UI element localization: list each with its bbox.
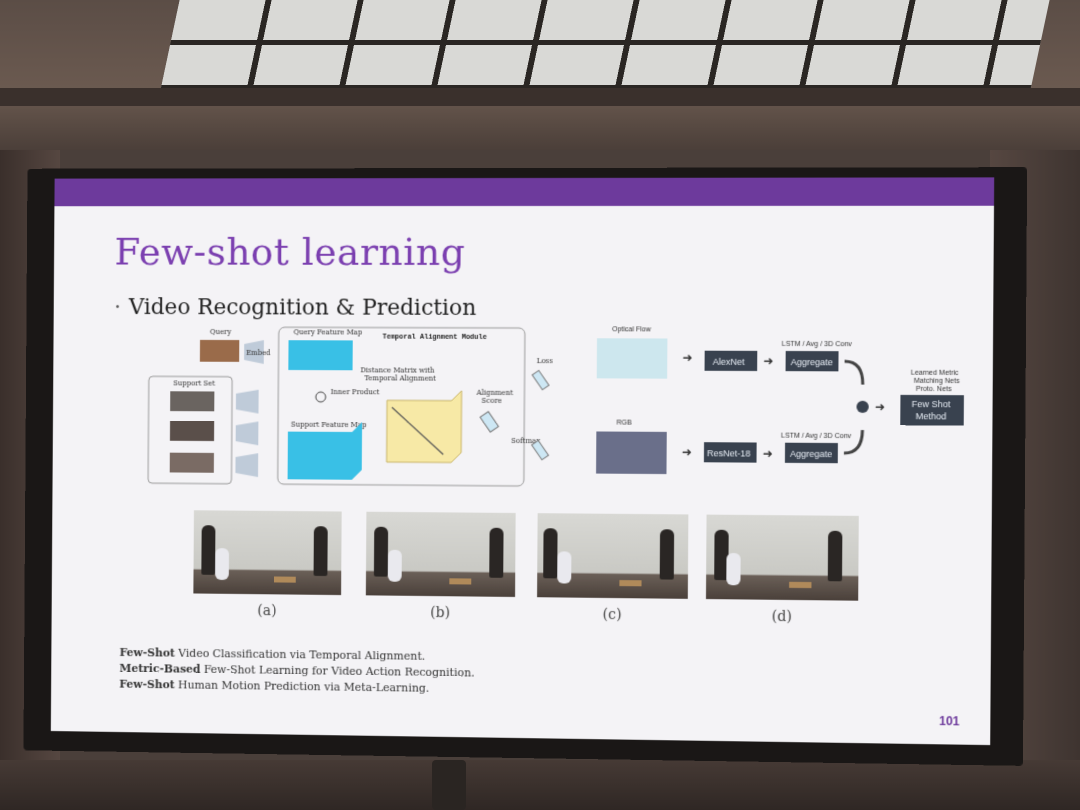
motion-photo-b — [365, 511, 516, 597]
lstm-top-label: LSTM / Avg / 3D Conv — [782, 341, 853, 348]
sublabel-b: (b) — [430, 605, 451, 622]
screen-mount — [432, 760, 466, 810]
alexnet-label: AlexNet — [713, 357, 745, 367]
learned-metric-label: Learned Metric — [911, 370, 959, 377]
softmax-icon — [530, 439, 549, 461]
loss-label: Loss — [537, 357, 554, 365]
concat-icon — [856, 400, 869, 413]
query-feature-map — [288, 340, 353, 371]
sublabel-d: (d) — [771, 608, 792, 626]
arrow-icon: ➜ — [682, 445, 692, 459]
query-feature-map-label: Query Feature Map — [293, 328, 362, 336]
proto-nets-label: Proto. Nets — [916, 386, 952, 393]
merge-arrow-top — [844, 361, 863, 384]
slide-header-bar — [54, 177, 995, 207]
optical-flow-image — [596, 338, 668, 379]
loss-icon — [531, 369, 550, 391]
support-thumb-1 — [170, 391, 215, 412]
optical-flow-label: Optical Flow — [612, 326, 652, 333]
inner-product-label: Inner Product — [331, 388, 380, 396]
page-number: 101 — [939, 713, 960, 729]
motion-photo-c — [537, 513, 689, 599]
query-label: Query — [210, 328, 231, 336]
matching-nets-label: Matching Nets — [914, 378, 960, 385]
resnet-label: ResNet-18 — [707, 448, 751, 458]
alexnet-box — [704, 350, 758, 372]
ceiling-tiles — [160, 0, 1050, 90]
aggregate-top-label: Aggregate — [791, 357, 833, 367]
embed-support-3 — [235, 453, 259, 478]
support-set-label: Support Set — [173, 379, 215, 387]
projection-screen: Few-shot learning ·Video Recognition & P… — [23, 167, 1028, 766]
lstm-bottom-label: LSTM / Avg / 3D Conv — [781, 433, 852, 441]
sublabel-a: (a) — [257, 603, 277, 620]
few-shot-label: Few Shot — [912, 399, 951, 409]
rgb-label: RGB — [616, 420, 632, 427]
aggregate-top-box — [785, 350, 839, 372]
alignment-score-label: Alignment — [476, 389, 514, 397]
slide-title: Few-shot learning — [114, 229, 466, 274]
distance-matrix-label: Distance Matrix with — [360, 366, 435, 374]
resnet-box — [703, 442, 757, 463]
aggregate-bottom-box — [784, 442, 838, 464]
embed-query — [244, 340, 264, 364]
support-thumb-3 — [169, 452, 214, 473]
embed-label: Embed — [246, 349, 271, 357]
inner-product-icon — [316, 392, 326, 402]
module-title: Temporal Alignment Module — [382, 334, 486, 342]
arrow-icon: ➜ — [682, 351, 692, 365]
embed-support-2 — [235, 421, 259, 446]
embed-support-1 — [235, 389, 259, 414]
lower-wall — [0, 760, 1080, 810]
distance-matrix-cube — [387, 390, 462, 462]
slide-bullet: ·Video Recognition & Prediction — [114, 295, 476, 321]
alignment-score-label-2: Score — [481, 397, 501, 405]
references: Few-Shot Video Classification via Tempor… — [119, 645, 474, 697]
sublabel-c: (c) — [602, 606, 622, 624]
method-label: Method — [916, 411, 947, 421]
support-thumb-2 — [169, 420, 215, 442]
bullet-text: Video Recognition & Prediction — [128, 295, 477, 321]
reference-3: Few-Shot Human Motion Prediction via Met… — [119, 677, 430, 695]
rgb-image — [596, 431, 667, 475]
temporal-alignment-diagram: Query Support Set Embed Temporal Alignme… — [145, 322, 554, 494]
arrow-icon: ➜ — [875, 400, 885, 414]
distance-matrix-label-2: Temporal Alignment — [364, 374, 436, 382]
query-thumbnail — [199, 339, 240, 362]
arrow-icon: ➜ — [763, 446, 773, 460]
few-shot-method-box — [900, 394, 964, 426]
optical-flow-rgb-diagram: Optical Flow RGB ➜ ➜ AlexNet ResNet-18 ➜… — [596, 326, 964, 475]
support-feature-map — [287, 421, 363, 480]
ceiling-beam — [0, 88, 1080, 106]
arrow-icon: ➜ — [763, 354, 773, 368]
alignment-score-icon — [479, 411, 500, 434]
bullet-dot-icon: · — [114, 295, 122, 320]
support-feature-map-label: Support Feature Map — [291, 421, 367, 429]
aggregate-bottom-label: Aggregate — [790, 449, 832, 459]
softmax-label: Softmax — [511, 437, 540, 445]
motion-photo-a — [193, 510, 342, 596]
motion-photo-d — [705, 514, 859, 601]
slide: Few-shot learning ·Video Recognition & P… — [50, 177, 995, 746]
